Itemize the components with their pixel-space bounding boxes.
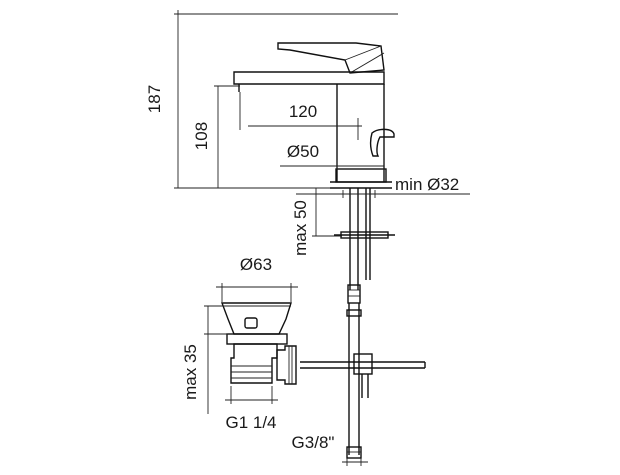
faucet-drawing xyxy=(233,42,426,459)
dim-total-height: 187 xyxy=(145,85,164,113)
dim-waste-height: max 35 xyxy=(181,344,200,400)
dim-hole-diameter: min Ø32 xyxy=(395,175,459,194)
dim-waste-diameter: Ø63 xyxy=(240,255,272,274)
dim-waste-thread: G1 1/4 xyxy=(225,413,276,432)
dim-spout-height: 108 xyxy=(192,122,211,150)
dim-deck-thickness: max 50 xyxy=(291,200,310,256)
dim-spout-reach: 120 xyxy=(289,102,317,121)
dim-hose-thread: G3/8" xyxy=(292,433,335,452)
dim-body-diameter: Ø50 xyxy=(287,142,319,161)
waste-drawing xyxy=(220,302,297,385)
dimension-lines xyxy=(174,10,470,466)
